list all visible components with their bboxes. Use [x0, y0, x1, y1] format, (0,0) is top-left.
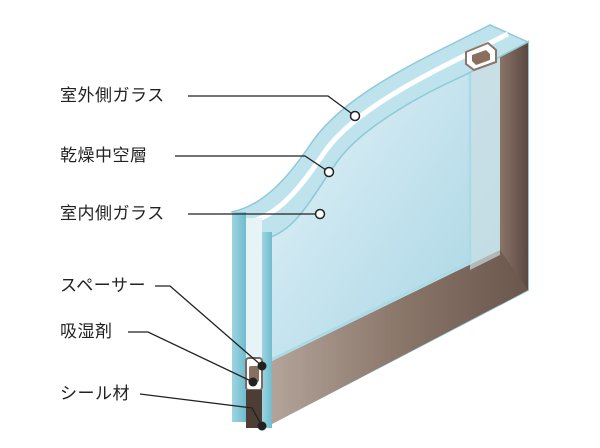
outer-glass-section	[232, 212, 246, 422]
label-air-layer: 乾燥中空層	[60, 146, 148, 166]
frame-bottom	[270, 250, 528, 425]
leader-air-layer	[175, 155, 330, 173]
label-outer-glass: 室外側ガラス	[60, 86, 165, 106]
marker-sealant	[257, 421, 267, 431]
leader-spacer	[155, 285, 263, 367]
label-spacer: スペーサー	[60, 276, 146, 296]
callout-markers	[248, 110, 361, 431]
label-desiccant: 吸湿剤	[60, 322, 113, 342]
label-sealant: シール材	[60, 384, 130, 404]
frame-right	[500, 42, 528, 305]
marker-inner-glass	[314, 208, 326, 220]
label-inner-glass: 室内側ガラス	[60, 204, 165, 224]
air-layer-section	[246, 218, 262, 358]
air-layer-edge	[249, 31, 510, 225]
marker-outer-glass	[349, 110, 361, 122]
leader-sealant	[139, 393, 263, 427]
leader-desiccant	[128, 331, 254, 383]
leader-outer-glass	[188, 95, 356, 117]
marker-air-layer	[323, 166, 335, 178]
glass-top-edge	[230, 24, 530, 239]
desiccant-top-corner	[472, 50, 490, 65]
marker-desiccant	[248, 377, 258, 387]
spacer-bar-right	[470, 55, 500, 270]
marker-spacer	[257, 361, 267, 371]
inner-glass-section	[262, 232, 272, 428]
leader-lines	[128, 95, 356, 427]
